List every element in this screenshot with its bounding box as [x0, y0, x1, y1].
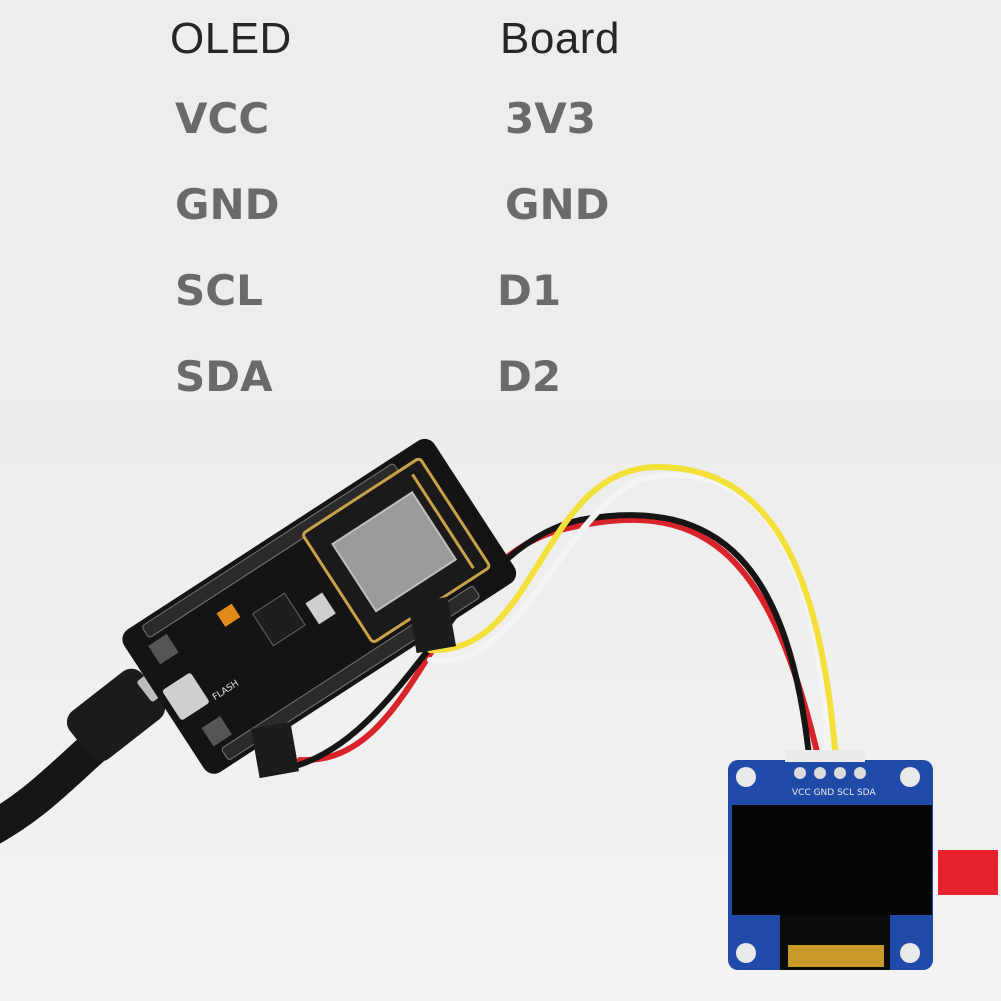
dupont-connector-right	[407, 596, 457, 654]
header-oled: OLED	[170, 14, 292, 63]
oled-pin-vcc: VCC	[175, 94, 270, 143]
wiring-photo: FLASH VCC GND SCL SDA	[0, 405, 1001, 1001]
board-pin-gnd: GND	[505, 180, 610, 229]
board-pin-3v3: 3V3	[505, 94, 596, 143]
oled-pin-scl: SCL	[175, 266, 263, 315]
header-board: Board	[500, 14, 620, 63]
board-pin-d2: D2	[497, 352, 562, 401]
oled-pin-labels: VCC GND SCL SDA	[792, 788, 876, 798]
wiring-table: OLED Board VCC 3V3 GND GND SCL D1 SDA D2	[0, 0, 1001, 405]
protective-film-tab	[938, 850, 998, 895]
board-pin-d1: D1	[497, 266, 562, 315]
oled-pin-gnd: GND	[175, 180, 280, 229]
oled-pin-sda: SDA	[175, 352, 273, 401]
oled-module: VCC GND SCL SDA	[728, 750, 933, 970]
wiring-photo-svg: FLASH VCC GND SCL SDA	[0, 405, 1001, 1001]
dupont-connector-left	[250, 721, 300, 779]
jumper-wires	[289, 463, 839, 770]
